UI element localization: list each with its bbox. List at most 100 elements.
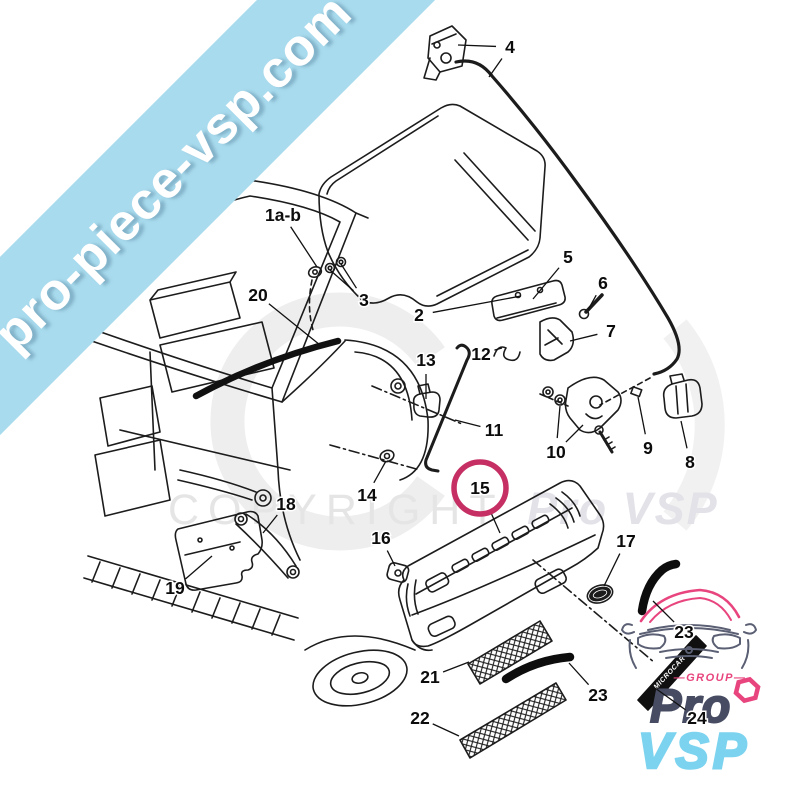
leader-line [556, 405, 561, 439]
part-label-9: 9 [643, 438, 653, 458]
part-label-4: 4 [505, 37, 515, 57]
part-callout-22: 22 [409, 707, 460, 737]
leader-line [603, 553, 621, 587]
part-callout-20: 20 [247, 284, 321, 346]
leader-line [457, 44, 497, 48]
part-label-12: 12 [471, 344, 491, 364]
part-label-16: 16 [371, 528, 391, 548]
part-callout-18: 18 [262, 493, 297, 534]
hood-panel-drawing [318, 103, 546, 307]
cowl-seal-part-20 [192, 337, 342, 400]
part-label-19: 19 [165, 578, 185, 598]
part-callout-9: 9 [637, 396, 655, 460]
part-label-8: 8 [685, 452, 695, 472]
part-callout-7: 7 [569, 320, 617, 343]
leader-line [587, 294, 597, 311]
leader-line [532, 267, 560, 300]
part-label-3: 3 [359, 290, 369, 310]
part-callout-17: 17 [603, 530, 637, 587]
leader-line [454, 419, 481, 428]
part-callout-11: 11 [454, 419, 505, 442]
leader-line [680, 420, 688, 449]
cab-body-drawing [59, 165, 429, 707]
part-callout-10: 10 [545, 405, 584, 464]
leader-line [432, 295, 522, 314]
front-bumper-drawing [397, 479, 656, 664]
bumper-clip-drawing [386, 562, 410, 583]
part-callout-8: 8 [680, 420, 697, 474]
prop-rod-drawing [329, 343, 471, 473]
provsp-logo: —GROUP— Pro VSP [621, 588, 761, 780]
leader-line [262, 514, 278, 534]
bracket-shield-drawing [174, 510, 300, 591]
leader-line [654, 687, 686, 711]
copyright-ring-watermark [210, 292, 725, 551]
logo-car-sketch [621, 588, 757, 669]
part-label-22: 22 [410, 708, 430, 728]
grille-trim-drawing [459, 559, 681, 759]
part-callout-3: 3 [329, 263, 371, 312]
logo-group-text: —GROUP— [673, 672, 747, 684]
part-label-17: 17 [616, 531, 635, 551]
leader-line [490, 513, 501, 534]
part-label-15: 15 [470, 478, 490, 498]
part-callout-13: 13 [415, 349, 437, 399]
leader-line [565, 424, 584, 443]
part-label-23: 23 [588, 685, 608, 705]
leader-line [488, 58, 503, 78]
part-callout-4: 4 [457, 36, 517, 78]
leader-line [432, 723, 460, 737]
leader-line [290, 226, 318, 268]
highlight-circle [451, 459, 509, 517]
part-callout-24: 24 [654, 687, 708, 730]
leader-line [494, 347, 503, 351]
part-label-21: 21 [420, 667, 440, 687]
part-callout-6: 6 [587, 272, 610, 311]
part-label-14: 14 [357, 485, 377, 505]
leader-line [268, 303, 321, 346]
part-callout-14: 14 [356, 460, 387, 507]
leader-line [386, 550, 396, 567]
part-label-1a-b: 1a-b [265, 205, 301, 225]
part-label-20: 20 [248, 285, 268, 305]
part-callout-16: 16 [370, 527, 396, 567]
part-callout-23: 23 [568, 662, 609, 707]
part-label-24: 24 [687, 708, 707, 728]
part-label-6: 6 [598, 273, 608, 293]
leader-line [568, 662, 590, 686]
line-art [59, 25, 707, 759]
leader-line [329, 269, 354, 292]
part-label-11: 11 [485, 420, 504, 440]
part-label-2: 2 [414, 305, 424, 325]
part-label-5: 5 [563, 247, 573, 267]
leader-line [373, 460, 387, 484]
part-label-23: 23 [674, 622, 694, 642]
part-label-18: 18 [276, 494, 296, 514]
hood-fasteners-drawing [307, 256, 347, 331]
leader-line [185, 555, 213, 580]
hexagon-nut-icon [733, 676, 761, 704]
part-callout-5: 5 [532, 246, 575, 300]
leader-line [637, 396, 646, 435]
part-callout-23: 23 [652, 600, 695, 644]
part-callout-15: 15 [451, 459, 509, 534]
part-label-13: 13 [416, 350, 436, 370]
logo-pro-text: Pro [650, 679, 731, 732]
part-callout-12: 12 [470, 343, 503, 366]
part-callout-1a-b: 1a-b [264, 204, 318, 268]
hood-lock-striker-drawing [491, 279, 604, 362]
logo-vsp-text: VSP [638, 723, 750, 779]
leader-line [442, 661, 470, 673]
emblem-badge-drawing [586, 584, 614, 604]
part-callout-2: 2 [413, 295, 522, 327]
copyright-watermark-text: COPYRIGHT Pro VSP [168, 483, 719, 534]
part-callout-21: 21 [419, 661, 470, 689]
leader-line [652, 600, 675, 623]
part-label-10: 10 [546, 442, 566, 462]
part-callout-19: 19 [164, 555, 213, 600]
leader-line [569, 333, 598, 342]
hood-latch-drawing [539, 373, 703, 454]
